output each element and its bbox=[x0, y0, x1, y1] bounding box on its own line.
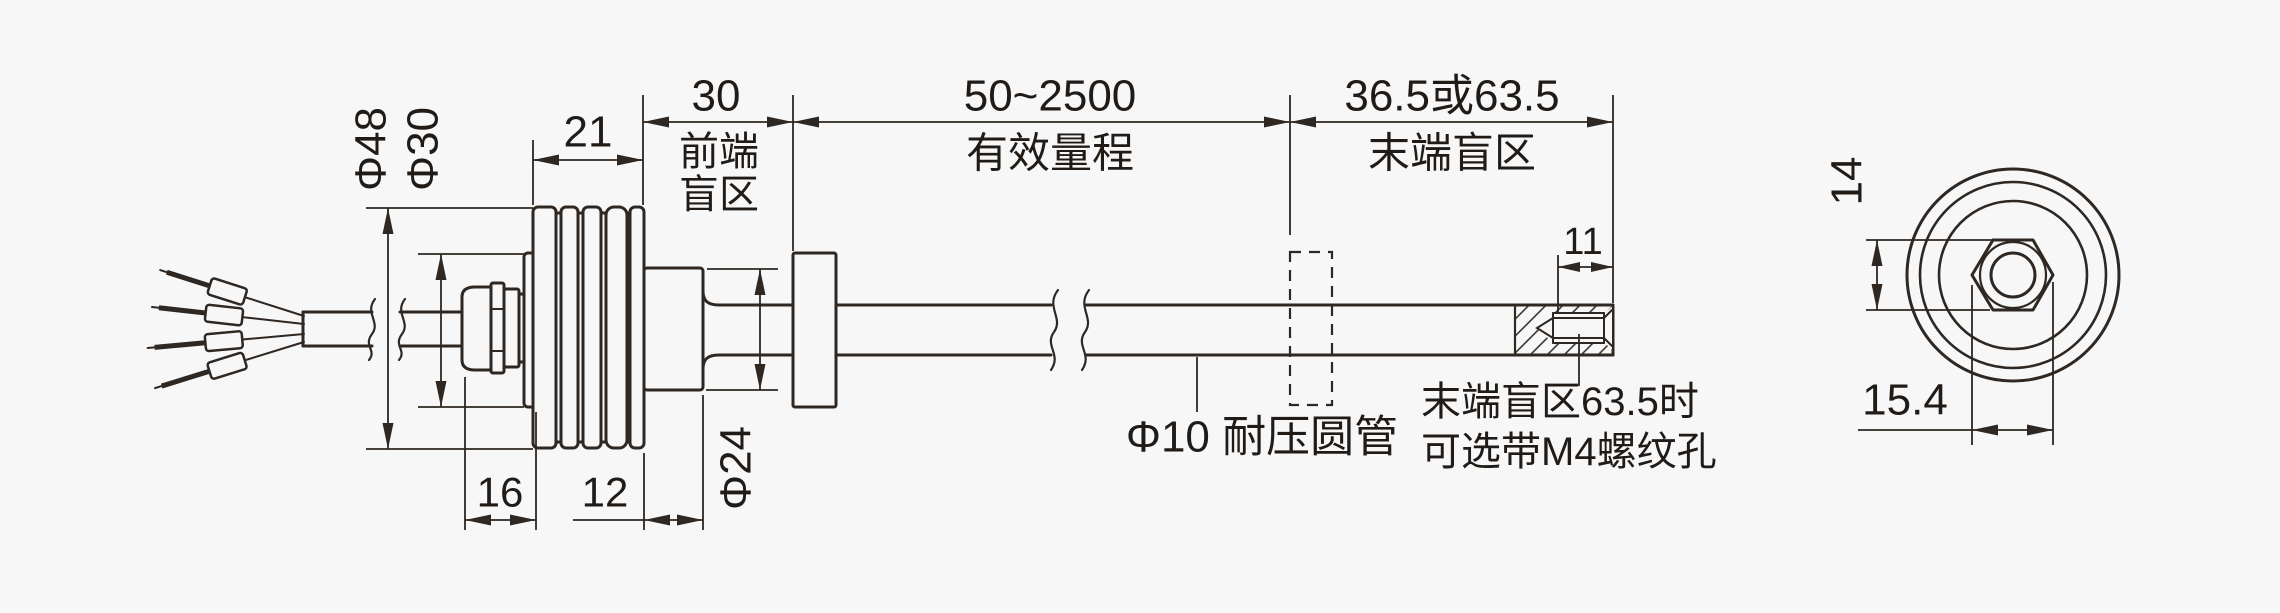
housing-fin bbox=[531, 205, 558, 450]
dim-front-blind-value: 30 bbox=[692, 72, 741, 121]
side-view: Φ48 Φ30 21 30 前端 盲区 50~2500 有效量程 36.5或63… bbox=[146, 72, 1717, 530]
probe-tube bbox=[834, 288, 1615, 372]
dim-housing-diameter: Φ48 bbox=[347, 107, 396, 191]
cable-hole-circle bbox=[1989, 251, 2037, 299]
nut-chamfer-circle bbox=[1978, 240, 2048, 310]
dim-gland-length: 16 bbox=[477, 469, 524, 516]
cable-gland bbox=[460, 281, 528, 375]
end-view-outer-circle bbox=[1905, 167, 2121, 383]
label-front-blind-1: 前端 bbox=[679, 130, 759, 174]
dim-nut-width: 15.4 bbox=[1862, 376, 1948, 425]
housing-fin bbox=[604, 205, 629, 450]
dim-housing-length: 21 bbox=[564, 108, 613, 157]
tube-break-icon bbox=[1080, 288, 1091, 372]
housing-fin bbox=[581, 205, 603, 450]
dim-nut-across-flats: 14 bbox=[1823, 157, 1872, 206]
alt-flange-position bbox=[1288, 250, 1334, 407]
cable-break-icon bbox=[397, 297, 407, 362]
tube-break-icon bbox=[1049, 288, 1060, 372]
step-cylinder bbox=[642, 266, 705, 392]
label-end-blind: 末端盲区 bbox=[1368, 130, 1536, 177]
m4-thread-detail bbox=[1513, 303, 1613, 357]
dim-step-length: 12 bbox=[582, 469, 629, 516]
label-end-option-2: 可选带M4螺纹孔 bbox=[1421, 430, 1717, 474]
gland-nut bbox=[489, 281, 506, 375]
wire-lead bbox=[153, 341, 305, 390]
neck bbox=[701, 289, 797, 371]
gland-dome bbox=[460, 285, 493, 372]
label-front-blind-2: 盲区 bbox=[679, 173, 759, 217]
wire-lead bbox=[146, 330, 305, 353]
housing-fin bbox=[559, 205, 580, 450]
dim-end-blind-value: 36.5或63.5 bbox=[1344, 72, 1559, 121]
cable bbox=[301, 297, 472, 362]
label-effective-range: 有效量程 bbox=[966, 130, 1134, 177]
cable-break-icon bbox=[367, 297, 377, 362]
dim-effective-range-value: 50~2500 bbox=[964, 72, 1137, 121]
end-view-middle-circle bbox=[1918, 180, 2108, 370]
wire-lead bbox=[150, 303, 305, 327]
dim-thread-depth: 11 bbox=[1563, 221, 1602, 263]
housing-fin bbox=[628, 205, 646, 450]
end-view: 14 15.4 bbox=[1823, 157, 2121, 445]
dimension-lines bbox=[366, 95, 1614, 530]
end-view-dimensions: 14 15.4 bbox=[1823, 157, 2054, 445]
wire-lead bbox=[159, 269, 305, 317]
label-end-option-1: 末端盲区63.5时 bbox=[1421, 380, 1699, 424]
dim-step-diameter: Φ24 bbox=[712, 426, 761, 510]
label-tube: Φ10 耐压圆管 bbox=[1126, 413, 1398, 462]
wire-leads bbox=[146, 269, 305, 390]
dim-collar-diameter: Φ30 bbox=[399, 107, 448, 191]
sensor-housing bbox=[531, 205, 646, 450]
dimension-labels: Φ48 Φ30 21 30 前端 盲区 50~2500 有效量程 36.5或63… bbox=[347, 72, 1717, 516]
mounting-flange bbox=[791, 251, 838, 409]
end-view-inner-circle bbox=[1937, 199, 2089, 351]
